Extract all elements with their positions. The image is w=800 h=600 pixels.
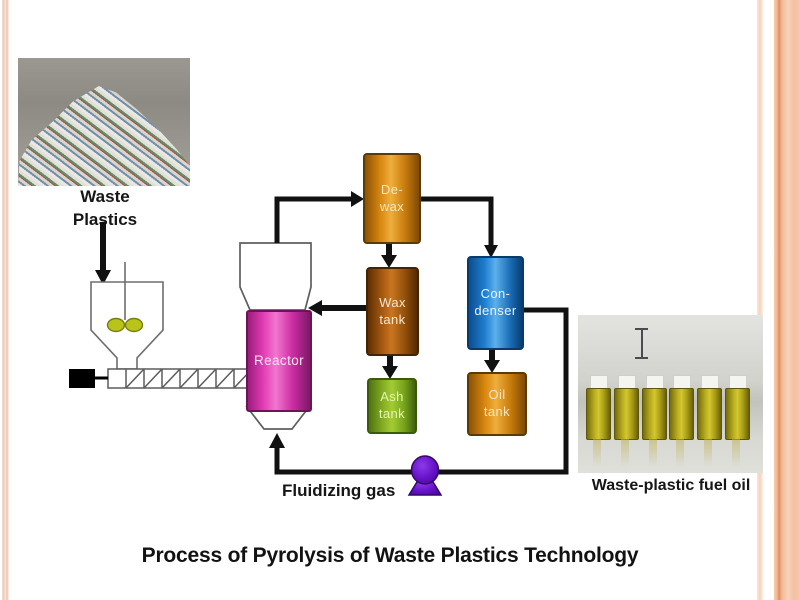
bottle-body	[586, 388, 611, 440]
ash-tank-label: Ash tank	[378, 389, 406, 421]
dewax-to-condenser-line	[417, 196, 498, 258]
oil-bottle	[724, 375, 750, 467]
vapor-line-to-dewax	[274, 191, 364, 243]
left-frame-stripe	[2, 0, 9, 600]
oil-bottle	[669, 375, 695, 467]
slide-title: Process of Pyrolysis of Waste Plastics T…	[141, 544, 639, 567]
dewax-label: De- wax	[379, 181, 405, 214]
waste-plastics-caption-line2: Plastics	[72, 209, 138, 229]
waste-plastics-photo	[18, 58, 190, 186]
oil-bottle	[613, 375, 639, 467]
fuel-oil-caption: Waste-plastic fuel oil	[591, 477, 751, 494]
screw-motor	[69, 369, 95, 388]
oil-bottle	[586, 375, 611, 467]
dewax-tank: De- wax	[363, 153, 421, 244]
waxtank-to-ashtank-arrow	[382, 352, 398, 379]
stirrer-paddle-right	[124, 317, 144, 333]
condenser-vessel: Con- denser	[467, 256, 524, 350]
gas-pump	[407, 455, 443, 496]
wax-tank-label: Wax tank	[379, 294, 406, 327]
right-inner-frame-stripe	[757, 0, 763, 600]
bottle-body	[724, 388, 750, 440]
condenser-to-oiltank-arrow	[484, 346, 500, 373]
waste-plastics-caption-line1: Waste	[80, 187, 130, 206]
fluidizing-gas-label: Fluidizing gas	[282, 481, 396, 500]
oil-bottles	[586, 373, 750, 467]
waxtank-to-reactor-arrow	[308, 300, 366, 316]
stirrer-paddle-left	[106, 317, 126, 333]
ash-tank: Ash tank	[367, 378, 417, 434]
bottle-body	[613, 388, 639, 440]
fuel-oil-photo	[578, 315, 763, 473]
wax-tank: Wax tank	[366, 267, 419, 356]
bottle-body	[641, 388, 667, 440]
dewax-to-waxtank-arrow	[381, 240, 397, 268]
reactor-freeboard	[239, 242, 312, 311]
oil-tank-label: Oil tank	[483, 387, 511, 419]
oil-bottle	[697, 375, 723, 467]
screw-conveyor	[107, 368, 254, 389]
reactor-label: Reactor	[253, 353, 305, 369]
waste-plastics-caption: Waste Plastics	[30, 186, 180, 232]
feed-arrow	[95, 222, 111, 285]
bottle-body	[669, 388, 695, 440]
condenser-label: Con- denser	[474, 286, 517, 318]
gas-recycle-loop	[269, 307, 569, 475]
oil-bottle	[641, 375, 667, 467]
scale-bar-mark	[635, 328, 648, 359]
reactor-vessel: Reactor	[246, 310, 312, 412]
oil-tank: Oil tank	[467, 372, 527, 436]
right-outer-frame-stripe	[774, 0, 800, 600]
